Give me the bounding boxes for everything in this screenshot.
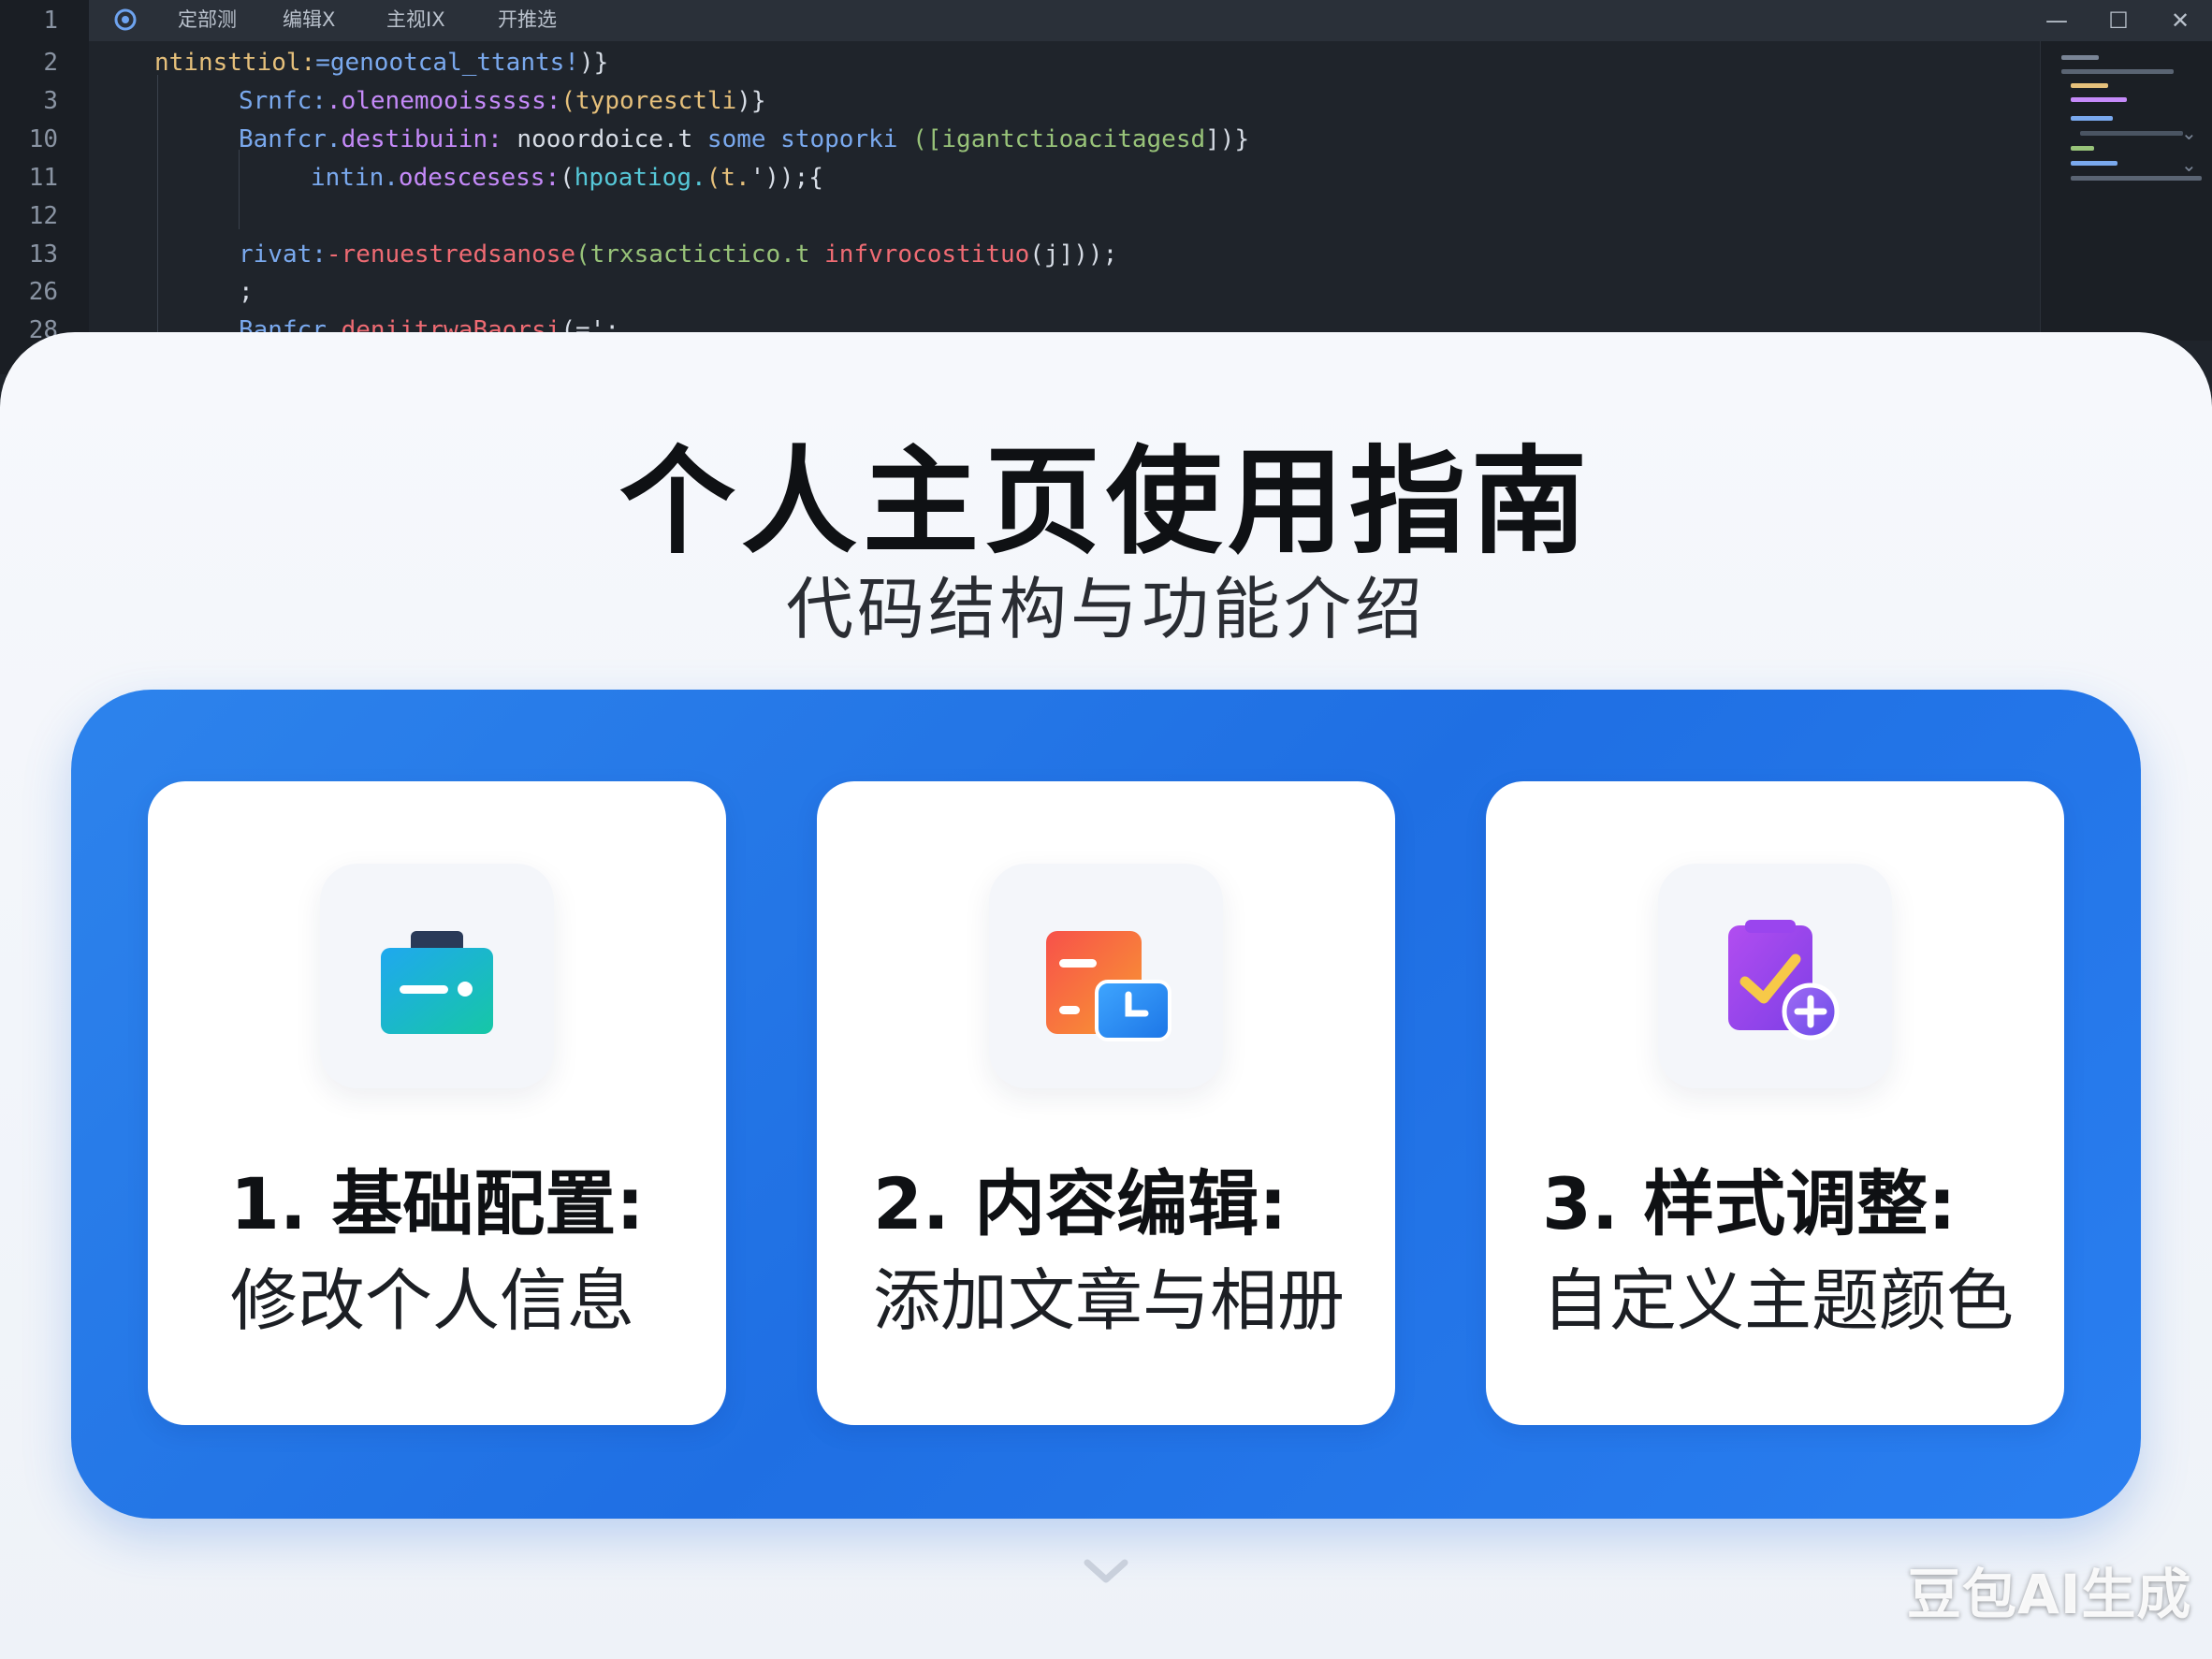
- card-heading: 1. 基础配置:: [230, 1162, 645, 1245]
- features-panel: 1. 基础配置: 修改个人信息: [71, 690, 2141, 1519]
- minimize-button[interactable]: —: [2045, 7, 2068, 34]
- minimap-line: [2061, 55, 2099, 60]
- line-number: 12: [28, 202, 58, 230]
- card-description: 添加文章与相册: [873, 1261, 1346, 1340]
- maximize-button[interactable]: ☐: [2108, 7, 2129, 34]
- menu-item[interactable]: 编辑X: [283, 8, 336, 31]
- editor-titlebar: 定部测 编辑X 主视IX 开推选 — ☐ ✕: [89, 0, 2212, 41]
- feature-card-content-edit[interactable]: 2. 内容编辑: 添加文章与相册: [817, 781, 1395, 1425]
- minimap[interactable]: ⌄ ⌄: [2040, 41, 2212, 341]
- menu-item[interactable]: 定部测: [178, 8, 237, 31]
- indent-guide: [157, 75, 158, 337]
- code-token: (: [560, 164, 575, 192]
- line-number: 26: [28, 278, 58, 306]
- minimap-line: [2071, 83, 2108, 88]
- code-line[interactable]: Banfcr.destibuiin: nooordoice.t some sto…: [239, 125, 1249, 153]
- code-token: infvrocostituo: [809, 240, 1030, 269]
- menu-item[interactable]: 主视IX: [386, 8, 445, 31]
- code-line[interactable]: intin.odescesess:(hpoatiog.(t.'));{: [311, 164, 823, 192]
- guide-sheet: 个人主页使用指南 代码结构与功能介绍 1. 基础配置: 修改个人: [0, 332, 2212, 1659]
- scroll-down-chevron-icon[interactable]: [1080, 1553, 1132, 1591]
- code-token: hpoatiog.: [574, 164, 706, 192]
- code-line[interactable]: rivat:-renuestredsanose(trxsactictico.t …: [239, 240, 1117, 269]
- card-description: 自定义主题颜色: [1542, 1261, 2015, 1340]
- minimap-line: [2071, 97, 2127, 102]
- chevron-down-icon[interactable]: ⌄: [2181, 153, 2197, 176]
- code-line[interactable]: ntinsttiol:=genootcal_ttants!)}: [154, 49, 608, 77]
- app-logo-icon[interactable]: [112, 7, 138, 33]
- minimap-line: [2061, 69, 2174, 74]
- feature-card-basic-config[interactable]: 1. 基础配置: 修改个人信息: [148, 781, 726, 1425]
- chevron-down-icon[interactable]: ⌄: [2181, 122, 2197, 144]
- watermark: 豆包AI生成: [1907, 1563, 2192, 1626]
- line-number: 1: [43, 7, 58, 35]
- code-token: rivat:: [239, 240, 327, 269]
- card-description: 修改个人信息: [230, 1261, 635, 1340]
- code-token: some stoporki: [692, 125, 898, 153]
- minimap-line: [2071, 146, 2094, 151]
- code-token: nooordoice.t: [502, 125, 693, 153]
- code-line[interactable]: Srnfc:.olenemooisssss:(typoresctli)}: [239, 87, 766, 115]
- line-number: 11: [28, 164, 58, 192]
- feature-card-style-adjust[interactable]: 3. 样式调整: 自定义主题颜色: [1486, 781, 2064, 1425]
- code-token: -renuestredsanose: [326, 240, 576, 269]
- line-number-gutter: 1 2 3 10 11 12 13 26 28: [0, 0, 89, 374]
- minimap-line: [2080, 131, 2183, 136]
- line-number: 13: [28, 240, 58, 269]
- code-token: ])}: [1205, 125, 1250, 153]
- minimap-line: [2071, 176, 2202, 181]
- code-editor: 1 2 3 10 11 12 13 26 28 定部测 编辑X 主视IX 开推选…: [0, 0, 2212, 374]
- line-number: 3: [43, 87, 58, 115]
- code-token: .olenemooisssss:: [326, 87, 561, 115]
- minimap-line: [2071, 161, 2117, 166]
- code-token: '));{: [749, 164, 823, 192]
- code-token: Srnfc:: [239, 87, 327, 115]
- code-line[interactable]: ;: [239, 278, 254, 306]
- calendar-clock-icon: [1046, 931, 1171, 1041]
- code-token: =genootcal_ttants!: [315, 49, 579, 77]
- icon-tile: [1658, 864, 1892, 1088]
- indent-guide: [239, 150, 240, 229]
- card-heading: 2. 内容编辑:: [873, 1162, 1288, 1245]
- page-title: 个人主页使用指南: [618, 435, 1593, 570]
- close-button[interactable]: ✕: [2170, 7, 2190, 34]
- code-token: (trxsactictico.t: [575, 240, 810, 269]
- code-token: odescesess:: [398, 164, 560, 192]
- line-number: 10: [28, 125, 58, 153]
- code-token: Banfcr.: [239, 125, 342, 153]
- code-token: (j]));: [1029, 240, 1118, 269]
- code-token: ;: [239, 278, 254, 306]
- code-token: )}: [578, 49, 609, 77]
- minimap-line: [2071, 116, 2113, 121]
- code-token: (typoresctli: [560, 87, 737, 115]
- code-token: )}: [736, 87, 766, 115]
- code-token: ([igantctioacitagesd: [897, 125, 1206, 153]
- menu-item[interactable]: 开推选: [498, 8, 557, 31]
- clipboard-check-add-icon: [1728, 920, 1840, 1041]
- code-token: destibuiin:: [341, 125, 502, 153]
- code-token: (t.: [706, 164, 750, 192]
- card-heading: 3. 样式调整:: [1542, 1162, 1957, 1245]
- line-number: 2: [43, 49, 58, 77]
- icon-tile: [320, 864, 554, 1088]
- code-token: ntinsttiol:: [154, 49, 316, 77]
- icon-tile: [989, 864, 1223, 1088]
- code-token: intin.: [311, 164, 399, 192]
- page-subtitle: 代码结构与功能介绍: [785, 570, 1426, 648]
- wallet-icon: [381, 931, 493, 1034]
